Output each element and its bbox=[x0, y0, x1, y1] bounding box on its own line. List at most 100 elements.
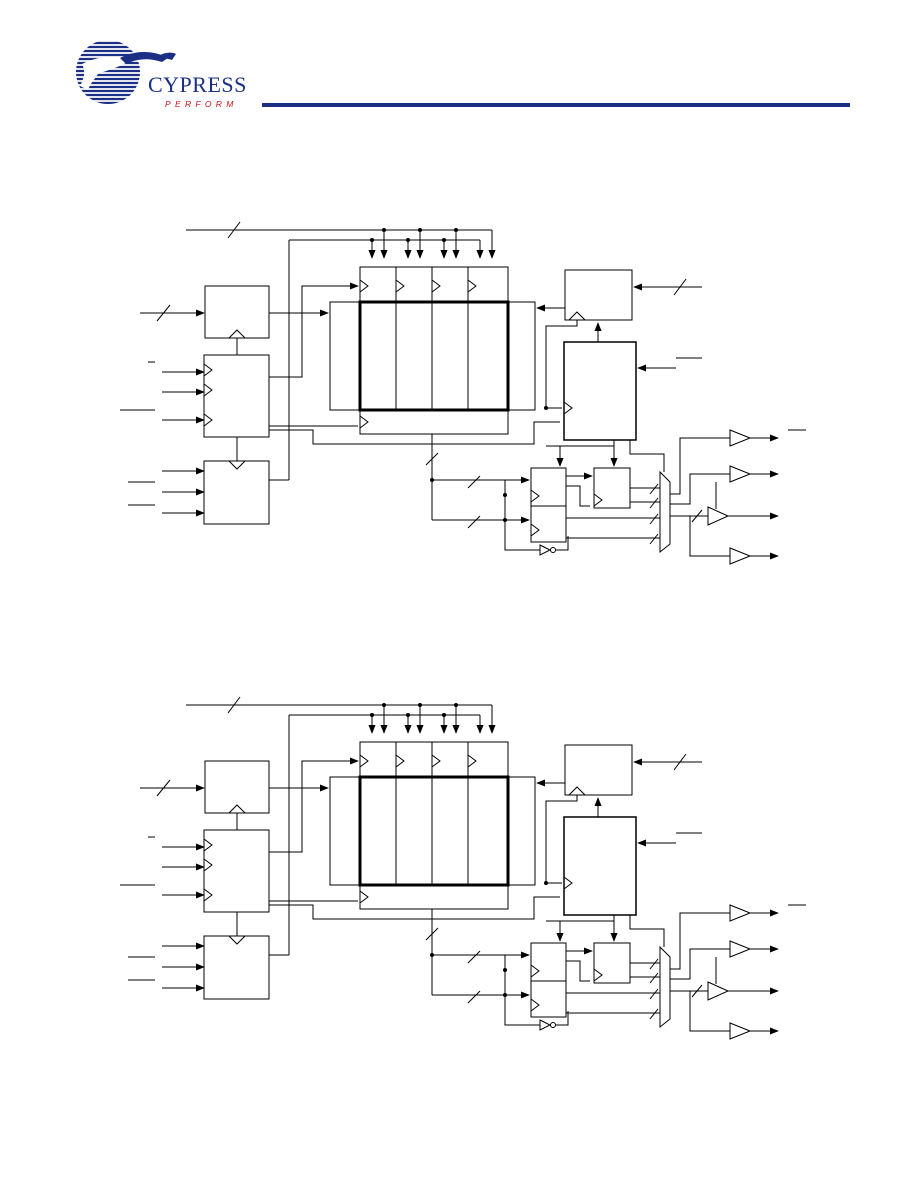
buffer-symbol bbox=[707, 506, 730, 526]
wire-path bbox=[431, 754, 441, 768]
wire-path bbox=[530, 489, 540, 503]
wire-path bbox=[359, 415, 369, 429]
wire-path bbox=[556, 1011, 569, 1026]
buffer-symbol bbox=[659, 470, 671, 554]
circuit bbox=[120, 696, 806, 1040]
buffer-symbol bbox=[707, 981, 730, 1001]
wire-path bbox=[228, 460, 246, 470]
wire bbox=[649, 533, 659, 545]
circuit bbox=[120, 221, 806, 565]
buffer-symbol bbox=[729, 940, 752, 958]
wire-path bbox=[530, 964, 540, 978]
junction-dot bbox=[406, 713, 410, 717]
logic-block bbox=[359, 741, 509, 777]
wire-path bbox=[395, 279, 405, 293]
wire-path bbox=[395, 754, 405, 768]
logic-block bbox=[564, 269, 633, 321]
junction-dot bbox=[370, 713, 374, 717]
junction-dot bbox=[382, 703, 386, 707]
wire-path bbox=[545, 320, 578, 408]
junction-dot bbox=[503, 518, 507, 522]
wire-path bbox=[670, 473, 730, 505]
junction-dot bbox=[503, 493, 507, 497]
wire bbox=[156, 779, 171, 797]
wire bbox=[467, 515, 481, 529]
logic-block bbox=[358, 775, 510, 887]
buffer-symbol bbox=[539, 544, 552, 556]
buffer-symbol bbox=[729, 1022, 752, 1040]
wire-path bbox=[269, 757, 359, 853]
logic-block bbox=[203, 354, 270, 438]
cypress-globe-icon bbox=[76, 40, 176, 104]
wire bbox=[649, 497, 659, 509]
buffer-symbol bbox=[729, 904, 752, 922]
logic-block bbox=[564, 744, 633, 796]
header-rule bbox=[262, 103, 850, 107]
logic-block bbox=[563, 341, 637, 441]
wire bbox=[673, 753, 687, 771]
wire bbox=[649, 483, 659, 495]
junction-dot bbox=[430, 478, 434, 482]
wire-path bbox=[530, 523, 540, 537]
wire bbox=[691, 984, 703, 998]
logic-block-diagram-top bbox=[120, 221, 806, 565]
wire-path bbox=[568, 786, 586, 796]
wire-path bbox=[269, 421, 560, 445]
buffer-symbol bbox=[729, 429, 752, 447]
wire bbox=[156, 304, 171, 322]
junction-dot bbox=[550, 1022, 556, 1028]
wire bbox=[227, 221, 241, 239]
wire-path bbox=[467, 754, 477, 768]
junction-dot bbox=[430, 953, 434, 957]
wire-path bbox=[203, 363, 213, 377]
wire-path bbox=[593, 968, 603, 982]
wire-path bbox=[359, 890, 369, 904]
wire bbox=[649, 958, 659, 970]
junction-dot bbox=[370, 238, 374, 242]
wire-path bbox=[670, 912, 730, 970]
wire bbox=[673, 278, 687, 296]
wire-path bbox=[228, 935, 246, 945]
logic-block bbox=[530, 980, 567, 1018]
logic-block-diagram-bottom bbox=[120, 696, 806, 1040]
wire-path bbox=[203, 888, 213, 902]
logic-block bbox=[530, 942, 567, 982]
junction-dot bbox=[442, 238, 446, 242]
junction-dot bbox=[382, 228, 386, 232]
wire-path bbox=[545, 795, 578, 883]
wire-path bbox=[556, 536, 569, 551]
logic-block bbox=[203, 829, 270, 913]
brand-tagline: PERFORM bbox=[165, 99, 238, 109]
buffer-symbol bbox=[539, 1019, 552, 1031]
wire-path bbox=[670, 948, 730, 980]
wire-path bbox=[504, 480, 540, 551]
wire-path bbox=[504, 955, 540, 1026]
wire-path bbox=[203, 383, 213, 397]
wire bbox=[649, 1008, 659, 1020]
brand-name: CYPRESS bbox=[148, 72, 247, 97]
wire-path bbox=[563, 876, 573, 890]
wire-path bbox=[228, 329, 246, 339]
wire-path bbox=[566, 960, 590, 982]
wire-path bbox=[359, 279, 369, 293]
wire-path bbox=[530, 998, 540, 1012]
junction-dot bbox=[454, 228, 458, 232]
wire-path bbox=[629, 915, 665, 947]
wire-path bbox=[359, 754, 369, 768]
wire bbox=[649, 988, 659, 1000]
junction-dot bbox=[418, 703, 422, 707]
buffer-symbol bbox=[659, 945, 671, 1029]
wire bbox=[467, 950, 481, 964]
wire-path bbox=[431, 279, 441, 293]
wire bbox=[691, 509, 703, 523]
logic-block bbox=[530, 467, 567, 507]
junction-dot bbox=[454, 703, 458, 707]
wire-path bbox=[269, 896, 560, 920]
wire-path bbox=[568, 311, 586, 321]
wire bbox=[227, 696, 241, 714]
wire-path bbox=[593, 493, 603, 507]
wire-path bbox=[228, 804, 246, 814]
wire-path bbox=[563, 401, 573, 415]
logic-block bbox=[359, 884, 509, 910]
logic-block bbox=[358, 300, 510, 412]
